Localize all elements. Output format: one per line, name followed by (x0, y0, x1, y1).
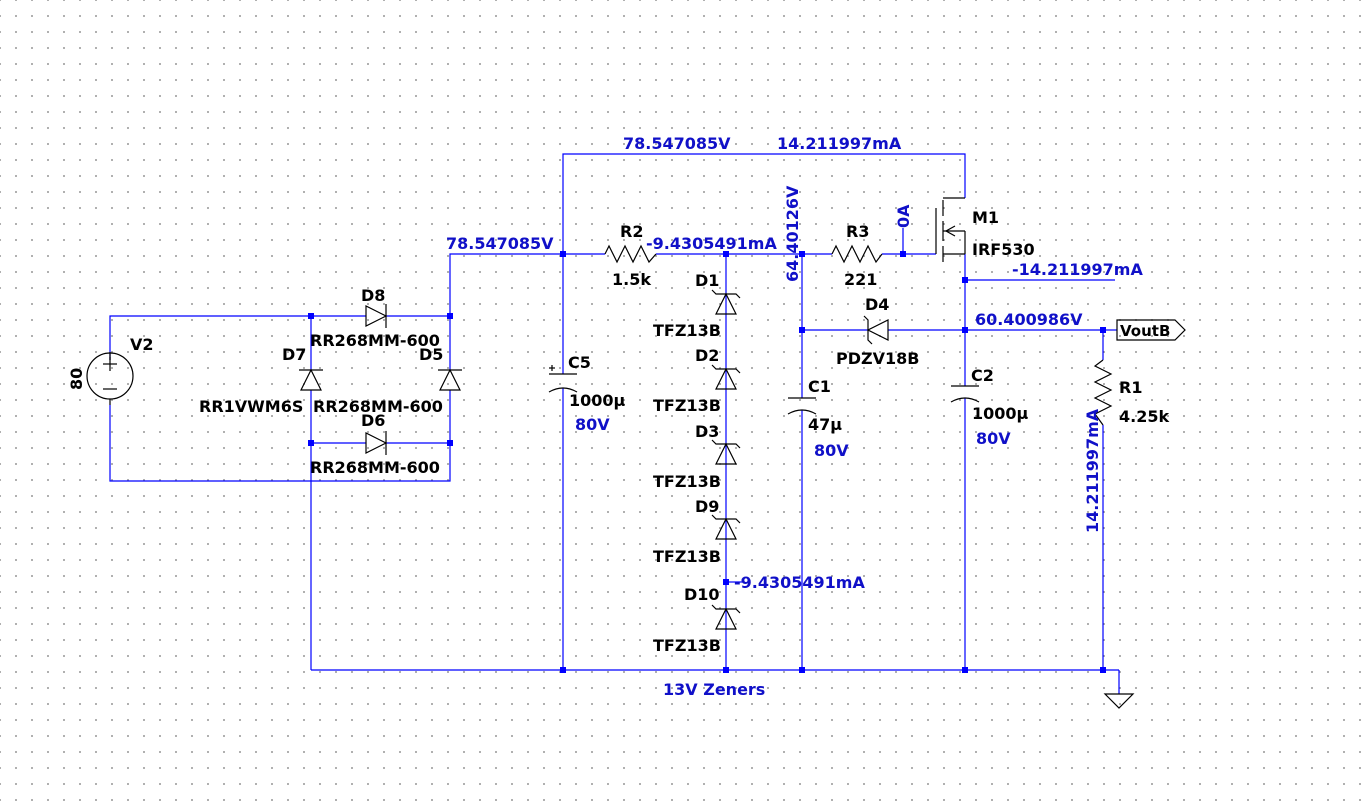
c2-rating: 80V (976, 429, 1011, 448)
r2-current: -9.4305491mA (646, 234, 777, 253)
vout-flag[interactable] (1116, 319, 1186, 341)
junctions (308, 251, 1106, 673)
r3-name: R3 (846, 222, 869, 241)
c2-value: 1000µ (972, 404, 1029, 423)
r1-name: R1 (1119, 378, 1142, 397)
d9-part: TFZ13B (653, 547, 721, 566)
c1-capacitor[interactable] (787, 397, 817, 415)
r3-value: 221 (844, 270, 877, 289)
r1-value: 4.25k (1119, 407, 1169, 426)
r3-resistor[interactable] (831, 244, 883, 264)
d8-name: D8 (361, 286, 385, 305)
zener-chain-current: -9.4305491mA (734, 573, 865, 592)
v2-name: V2 (130, 335, 154, 354)
r2-value: 1.5k (612, 270, 651, 289)
v2-voltage-source[interactable] (86, 352, 134, 405)
d2-name: D2 (695, 346, 719, 365)
d5-name: D5 (419, 345, 443, 364)
wires (109, 153, 1120, 694)
r1-current: 14.211997mA (1083, 408, 1102, 533)
d3-part: TFZ13B (653, 472, 721, 491)
c1-rating: 80V (814, 441, 849, 460)
c1-value: 47µ (808, 415, 842, 434)
r1-resistor[interactable] (1093, 359, 1113, 426)
d3-name: D3 (695, 422, 719, 441)
gate-current: 0A (894, 204, 913, 228)
c5-capacitor[interactable] (548, 365, 578, 393)
d5-part: RR268MM-600 (313, 397, 443, 416)
ground-symbol[interactable] (1103, 693, 1135, 709)
rectifier-output-voltage: 78.547085V (446, 234, 554, 253)
r2-resistor[interactable] (604, 244, 657, 264)
d6-name: D6 (361, 411, 385, 430)
v2-value: 80 (67, 368, 86, 390)
zener-d9[interactable] (711, 514, 741, 540)
gate-node-voltage: 64.40126V (783, 185, 802, 282)
top-wire-current: 14.211997mA (777, 134, 902, 153)
zener-d3[interactable] (711, 439, 741, 465)
d9-name: D9 (695, 497, 719, 516)
m1-name: M1 (972, 208, 999, 227)
c2-name: C2 (971, 366, 994, 385)
r2-name: R2 (620, 222, 643, 241)
c5-name: C5 (568, 353, 591, 372)
d8-part: RR268MM-600 (310, 331, 440, 350)
c2-capacitor[interactable] (950, 385, 980, 403)
d5-diode[interactable] (438, 368, 462, 391)
source-current: -14.211997mA (1012, 260, 1143, 279)
zener-note: 13V Zeners (663, 680, 765, 699)
top-wire-voltage: 78.547085V (623, 134, 731, 153)
d8-diode[interactable] (365, 304, 388, 328)
c5-rating: 80V (575, 415, 610, 434)
d6-diode[interactable] (365, 431, 388, 455)
output-voltage: 60.400986V (975, 310, 1083, 329)
m1-part: IRF530 (972, 240, 1035, 259)
d7-part: RR1VWM6S (199, 397, 303, 416)
zener-d1[interactable] (711, 289, 741, 315)
d7-diode[interactable] (299, 368, 323, 391)
c1-name: C1 (808, 377, 831, 396)
m1-mosfet[interactable] (935, 197, 966, 262)
d10-part: TFZ13B (653, 636, 721, 655)
zener-d2[interactable] (711, 364, 741, 390)
zener-d10[interactable] (711, 604, 741, 630)
d1-part: TFZ13B (653, 321, 721, 340)
c5-value: 1000µ (569, 391, 626, 410)
d4-zener[interactable] (863, 315, 889, 345)
d1-name: D1 (695, 271, 719, 290)
d4-part: PDZV18B (836, 349, 919, 368)
d7-name: D7 (282, 345, 306, 364)
d6-part: RR268MM-600 (310, 458, 440, 477)
d2-part: TFZ13B (653, 396, 721, 415)
d4-name: D4 (865, 295, 889, 314)
d10-name: D10 (684, 585, 720, 604)
vout-label: VoutB (1120, 322, 1170, 340)
